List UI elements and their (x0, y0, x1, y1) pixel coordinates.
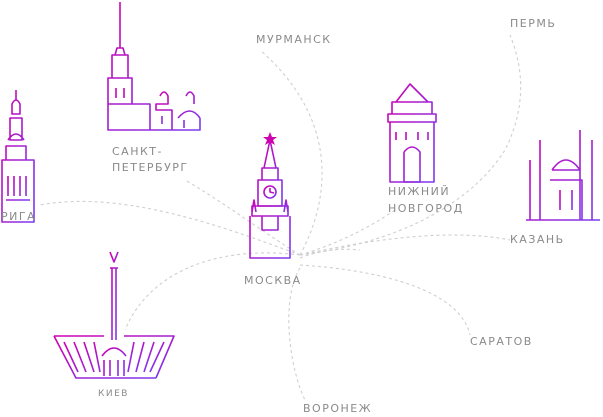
nn-kremlin-tower-icon (387, 83, 437, 183)
routes (39, 34, 522, 401)
moscow-spasskaya-tower-icon (249, 139, 291, 259)
city-label-voronezh[interactable]: ВОРОНЕЖ (303, 402, 373, 415)
city-label-saratov[interactable]: САРАТОВ (470, 335, 533, 348)
kiev-independence-monument-icon (53, 251, 175, 379)
route-kazan (299, 234, 511, 256)
riga-cathedral-icon (1, 90, 35, 223)
kazan-kul-sharif-icon (526, 130, 600, 221)
city-label-perm[interactable]: ПЕРМЬ (510, 17, 557, 30)
city-label-nn-line1[interactable]: НИЖНИЙ (388, 185, 451, 198)
city-label-moscow[interactable]: МОСКВА (244, 274, 302, 287)
spb-peter-paul-icon (107, 2, 201, 131)
city-label-kazan[interactable]: КАЗАНЬ (510, 233, 565, 246)
city-label-kiev[interactable]: КИЕВ (98, 389, 129, 399)
route-murmansk (259, 49, 323, 256)
route-kiev (124, 252, 301, 331)
city-label-murmansk[interactable]: МУРМАНСК (256, 33, 332, 46)
route-saratov (299, 264, 471, 336)
route-voronezh (288, 267, 306, 401)
city-label-nn-line2[interactable]: НОВГОРОД (388, 202, 464, 215)
city-label-riga[interactable]: РИГА (1, 210, 37, 223)
city-label-spb-line1[interactable]: САНКТ- (112, 145, 163, 158)
kremlin-star-icon (263, 132, 277, 145)
city-label-spb-line2[interactable]: ПЕТЕРБУРГ (112, 161, 189, 174)
route-moscow-fan (299, 248, 361, 259)
route-riga (39, 200, 301, 256)
route-perm (299, 34, 522, 256)
route-nn (299, 209, 396, 256)
